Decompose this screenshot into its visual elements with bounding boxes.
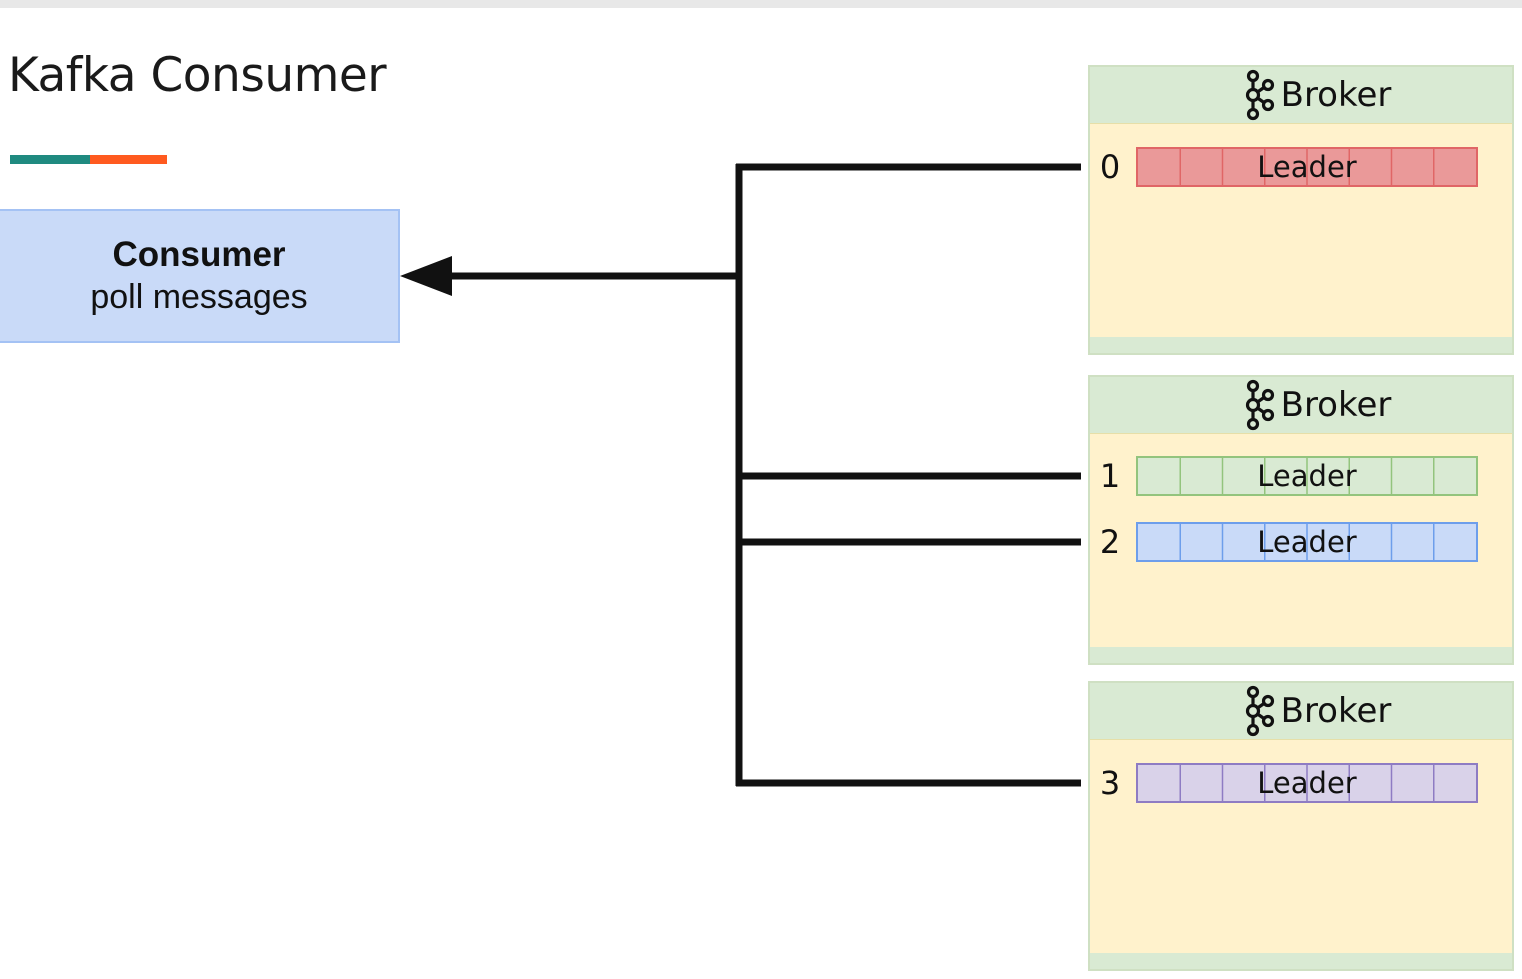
partition-number-0: 0 — [1099, 148, 1121, 186]
broker-label: Broker — [1280, 691, 1392, 731]
partition-role-label: Leader — [1257, 150, 1357, 184]
partition-number-1: 1 — [1099, 457, 1121, 495]
page-title: Kafka Consumer — [8, 48, 387, 103]
partition-role-label: Leader — [1257, 459, 1357, 493]
broker-label: Broker — [1280, 75, 1392, 115]
partition-log-0: Leader — [1136, 147, 1478, 187]
broker-1: Broker — [1088, 65, 1514, 355]
partition-number-3: 3 — [1099, 764, 1121, 802]
log-cells — [1179, 149, 1435, 185]
title-accent-orange — [90, 155, 167, 164]
kafka-icon — [1245, 69, 1274, 121]
consumer-title: Consumer — [112, 235, 286, 274]
partition-log-1: Leader — [1136, 456, 1478, 496]
broker-3: Broker — [1088, 681, 1514, 971]
broker-footer — [1090, 953, 1512, 969]
arrow-head — [400, 256, 452, 296]
log-cells — [1179, 765, 1435, 801]
partition-log-3: Leader — [1136, 763, 1478, 803]
broker-footer — [1090, 647, 1512, 663]
log-cells — [1179, 458, 1435, 494]
broker-header: Broker — [1090, 683, 1512, 740]
partition-role-label: Leader — [1257, 525, 1357, 559]
partition-role-label: Leader — [1257, 766, 1357, 800]
kafka-icon — [1245, 685, 1274, 737]
consumer-subtitle: poll messages — [90, 278, 308, 316]
broker-footer — [1090, 337, 1512, 353]
broker-header: Broker — [1090, 377, 1512, 434]
log-cells — [1179, 524, 1435, 560]
title-accent-teal — [10, 155, 90, 164]
partition-number-2: 2 — [1099, 523, 1121, 561]
broker-header: Broker — [1090, 67, 1512, 124]
kafka-icon — [1245, 379, 1274, 431]
broker-2: Broker — [1088, 375, 1514, 665]
consumer-box: Consumer poll messages — [0, 209, 400, 343]
partition-log-2: Leader — [1136, 522, 1478, 562]
top-strip — [0, 0, 1522, 8]
broker-label: Broker — [1280, 385, 1392, 425]
